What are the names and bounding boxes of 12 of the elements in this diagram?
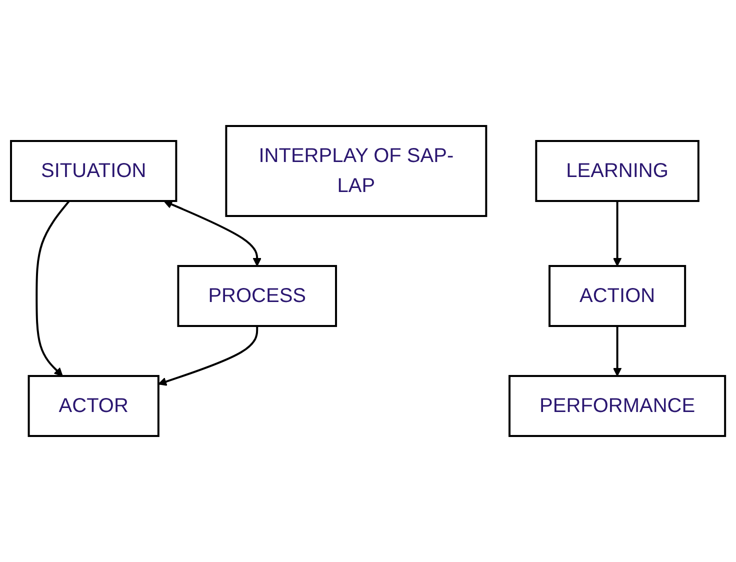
arrow (164, 200, 262, 266)
arrow (612, 201, 622, 266)
node-box: PERFORMANCE (508, 375, 726, 437)
node-box: ACTOR (28, 375, 160, 437)
arrow (158, 326, 258, 386)
arrow (36, 200, 70, 376)
node-box: ACTION (548, 265, 686, 327)
node-box: SITUATION (10, 140, 178, 202)
node-box: PROCESS (177, 265, 337, 327)
node-box: LEARNING (535, 140, 700, 202)
node-box: INTERPLAY OF SAP-LAP (225, 125, 488, 217)
arrow (612, 326, 622, 376)
